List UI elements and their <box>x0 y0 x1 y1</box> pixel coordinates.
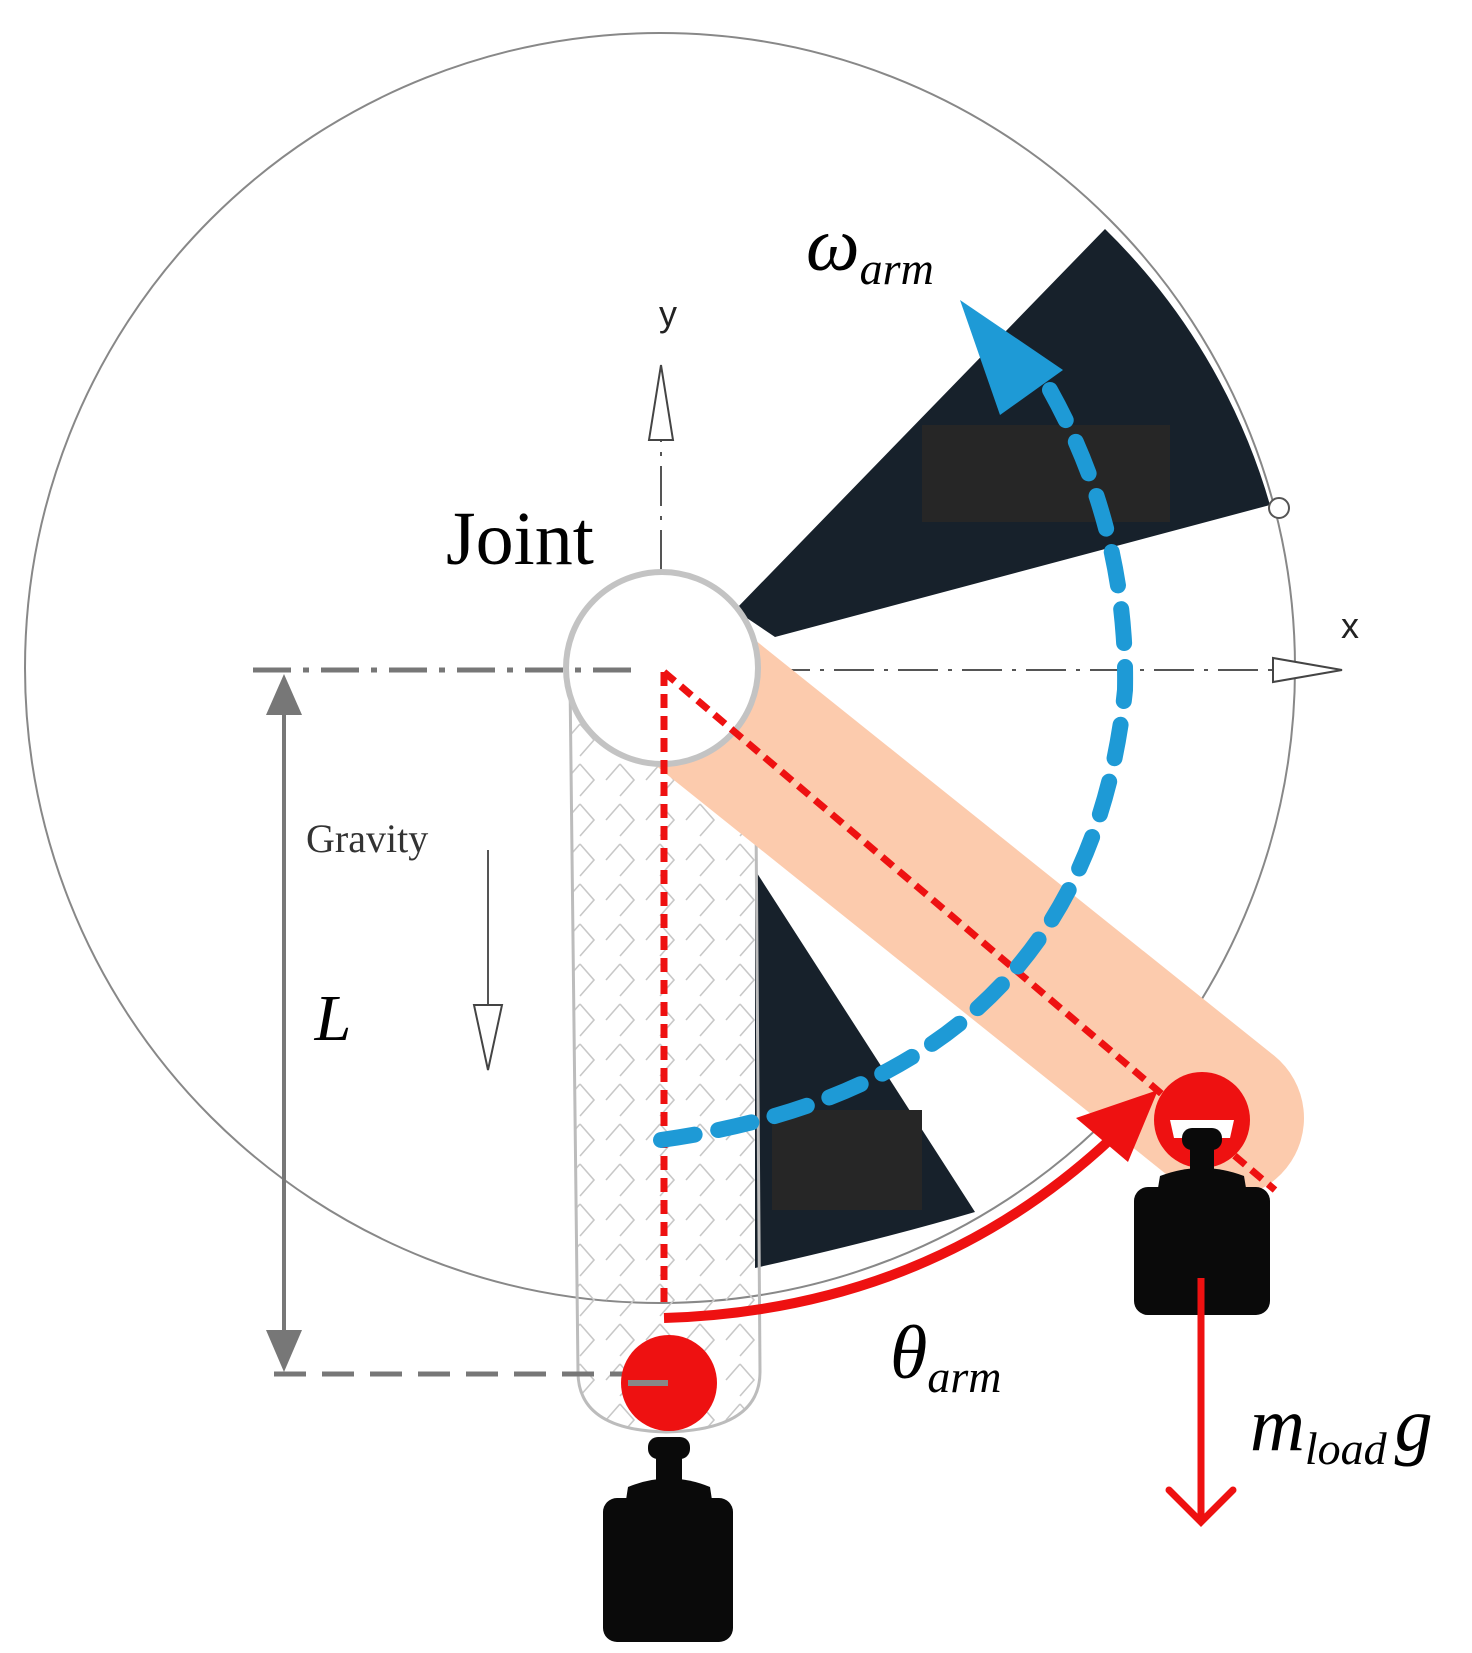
load-weight <box>1134 1120 1270 1315</box>
y-axis <box>647 364 675 570</box>
length-label: L <box>314 982 352 1055</box>
theta-arc <box>663 1131 1119 1323</box>
omega-label: ωarm <box>806 203 934 294</box>
omega-arc <box>653 382 1134 1148</box>
upper-sector-label-box <box>922 425 1170 522</box>
theta-label: θarm <box>890 1311 1001 1402</box>
lower-sector-label-box <box>772 1110 922 1210</box>
gravity-label: Gravity <box>306 816 428 861</box>
rest-mass-ball <box>621 1335 717 1431</box>
joint-label: Joint <box>446 497 594 581</box>
x-axis-label: x <box>1341 605 1359 646</box>
x-axis <box>770 656 1343 684</box>
rest-weight <box>603 1437 733 1642</box>
rotated-arm <box>582 588 1304 1198</box>
omega-arrowhead <box>960 300 1063 415</box>
theta-arrowhead <box>1076 1090 1158 1162</box>
load-force-arrowhead <box>1165 1486 1237 1527</box>
y-axis-label: y <box>659 293 677 334</box>
sector-end-marker <box>1268 497 1290 519</box>
gravity-arrow <box>472 850 504 1071</box>
length-dimension <box>253 667 640 1377</box>
